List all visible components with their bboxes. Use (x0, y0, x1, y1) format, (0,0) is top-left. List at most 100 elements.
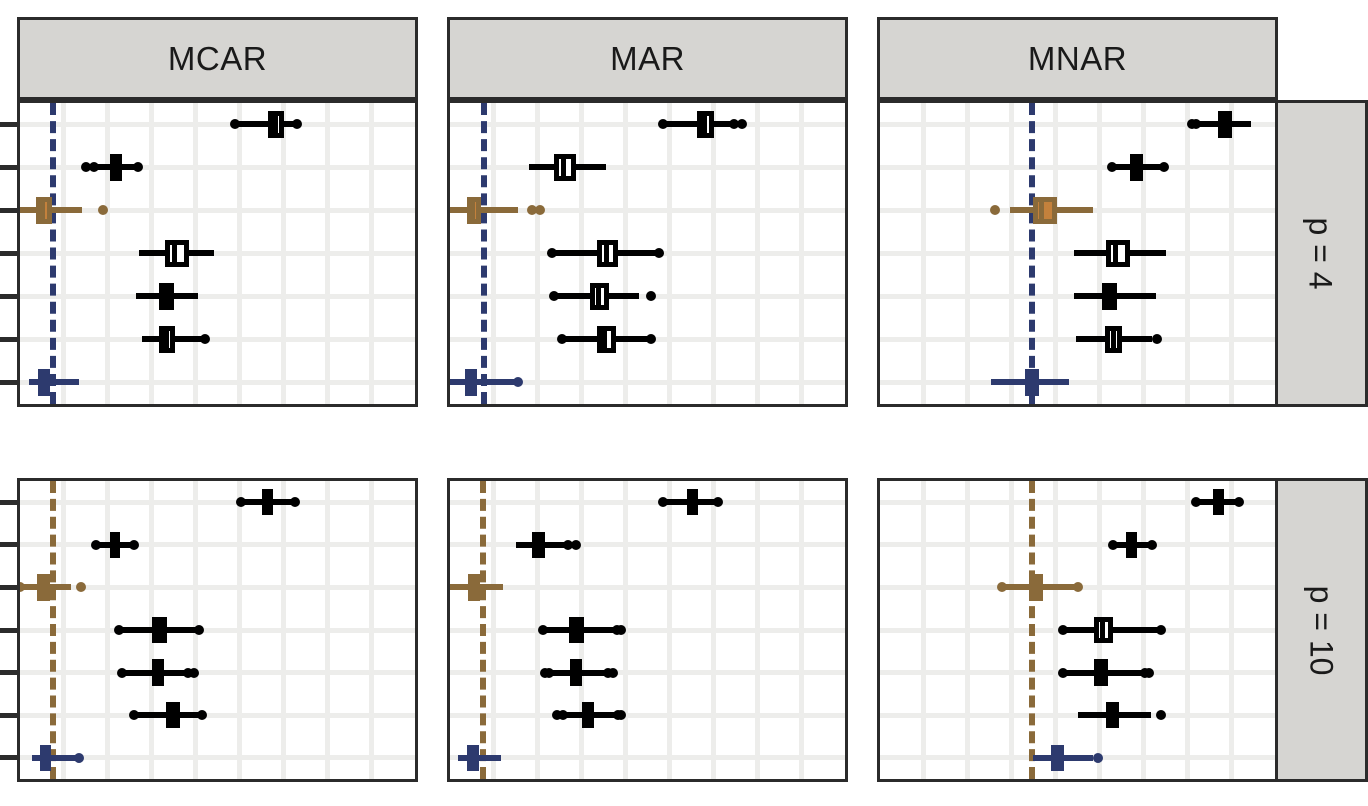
horizontal-gridline (450, 584, 845, 590)
whisker (457, 754, 502, 761)
boxplot (450, 489, 845, 516)
median-line (1110, 701, 1116, 729)
median-line (469, 369, 475, 396)
outlier-point (537, 624, 548, 635)
median-line (264, 489, 270, 516)
outlier-point (736, 119, 747, 130)
outlier-point (113, 624, 124, 635)
panel-MNAR-10 (877, 478, 1278, 782)
outlier-point (20, 582, 25, 593)
outlier-point (1191, 497, 1201, 508)
y-axis-tick (0, 670, 17, 676)
facet-strip-row-label: p = 10 (1303, 585, 1340, 675)
median-line (42, 744, 48, 771)
boxplot (20, 197, 415, 224)
median-line (1039, 197, 1045, 224)
median-line (470, 744, 475, 771)
boxplot (450, 616, 845, 644)
outlier-point (615, 710, 626, 721)
boxplot (20, 240, 415, 267)
y-axis-tick (0, 208, 17, 213)
median-line (1099, 616, 1105, 644)
boxplot (20, 111, 415, 138)
boxplot (20, 574, 415, 601)
horizontal-gridline (880, 542, 1275, 548)
facet-strip-col-MAR: MAR (447, 17, 848, 100)
facet-strip-row-p4: p = 4 (1273, 100, 1368, 407)
median-line (1033, 574, 1039, 601)
whisker (235, 121, 297, 128)
horizontal-gridline (450, 499, 845, 505)
outlier-point (289, 497, 300, 508)
outlier-point (543, 667, 554, 678)
median-line (1098, 659, 1104, 686)
median-line (155, 659, 161, 686)
median-line (40, 197, 46, 224)
horizontal-gridline (880, 122, 1275, 127)
y-axis-tick (0, 542, 17, 548)
y-axis-tick (0, 584, 17, 590)
facet-strip-row-label: p = 4 (1303, 217, 1339, 290)
horizontal-gridline (20, 165, 415, 170)
horizontal-gridline (20, 380, 415, 385)
outlier-point (1156, 710, 1167, 721)
horizontal-gridline (450, 380, 845, 385)
boxplot (20, 489, 415, 516)
outlier-point (74, 752, 85, 763)
median-line (690, 489, 696, 516)
median-line (41, 369, 47, 396)
boxplot (880, 154, 1275, 181)
boxplot (450, 369, 845, 396)
outlier-point (197, 710, 208, 721)
outlier-point (236, 497, 247, 508)
outlier-point (193, 624, 204, 635)
y-axis-tick (0, 499, 17, 505)
median-line (112, 154, 118, 181)
median-line (1110, 326, 1116, 353)
boxplot (880, 197, 1275, 224)
median-line (170, 701, 176, 729)
boxplot (20, 531, 415, 559)
facet-strip-col-MNAR: MNAR (877, 17, 1278, 100)
median-line (470, 197, 476, 224)
median-line (535, 531, 541, 559)
whisker (29, 379, 80, 386)
outlier-point (1146, 539, 1157, 550)
outlier-point (81, 162, 92, 173)
boxplot (880, 111, 1275, 138)
boxplot (880, 574, 1275, 601)
outlier-point (556, 334, 567, 345)
median-line (561, 154, 567, 181)
median-line (1133, 154, 1139, 181)
facet-strip-col-label: MNAR (1027, 39, 1128, 77)
outlier-point (1093, 752, 1104, 763)
y-axis-tick (0, 755, 17, 761)
median-line (1129, 531, 1135, 559)
median-line (573, 659, 579, 686)
median-line (471, 574, 477, 601)
boxplot (20, 283, 415, 310)
outlier-point (76, 582, 87, 593)
horizontal-gridline (20, 122, 415, 127)
outlier-point (230, 119, 241, 130)
horizontal-gridline (20, 542, 415, 548)
outlier-point (551, 710, 562, 721)
median-line (585, 701, 591, 729)
outlier-point (527, 205, 538, 216)
outlier-point (91, 539, 102, 550)
boxplot (880, 744, 1275, 771)
horizontal-gridline (20, 337, 415, 342)
median-line (1221, 111, 1227, 138)
outlier-point (1057, 667, 1068, 678)
median-line (112, 531, 118, 559)
outlier-point (1191, 119, 1201, 130)
outlier-point (557, 710, 568, 721)
boxplot (450, 240, 845, 267)
median-line (40, 574, 45, 601)
outlier-point (1144, 667, 1155, 678)
horizontal-gridline (450, 755, 845, 761)
outlier-point (1108, 539, 1119, 550)
outlier-point (548, 291, 559, 302)
boxplot (880, 531, 1275, 559)
